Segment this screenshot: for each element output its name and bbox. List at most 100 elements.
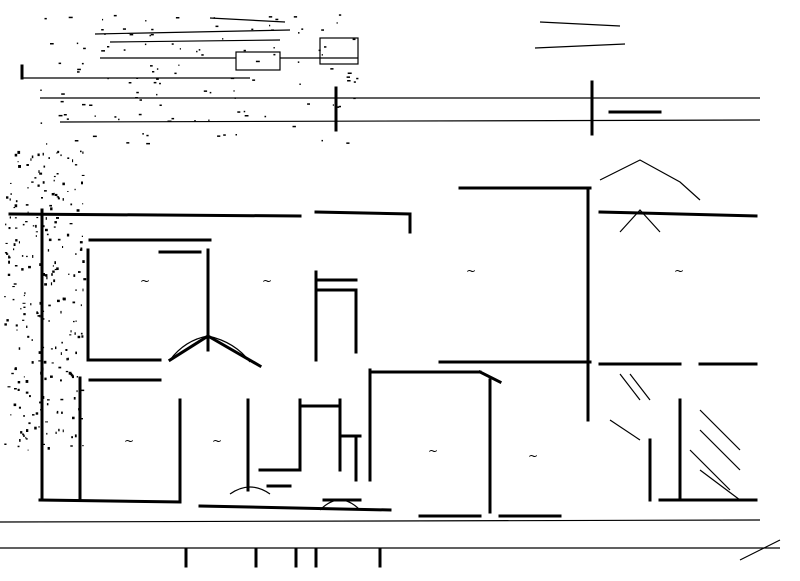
scan-noise <box>4 14 359 451</box>
noise-speck <box>47 447 50 450</box>
noise-speck <box>82 445 84 447</box>
noise-speck <box>17 161 19 163</box>
noise-speck <box>56 217 59 219</box>
noise-speck <box>213 17 216 19</box>
noise-speck <box>26 325 28 328</box>
door-swings <box>169 159 701 511</box>
noise-speck <box>76 376 78 378</box>
noise-speck <box>332 104 334 106</box>
noise-speck <box>46 403 49 406</box>
noise-speck <box>51 193 55 196</box>
noise-speck <box>38 426 40 428</box>
noise-speck <box>9 216 11 219</box>
noise-speck <box>301 28 304 30</box>
noise-speck <box>74 188 76 191</box>
noise-speck <box>77 68 81 71</box>
noise-speck <box>44 190 47 192</box>
noise-speck <box>23 376 25 378</box>
noise-speck <box>72 301 76 304</box>
noise-speck <box>22 302 26 304</box>
noise-speck <box>48 157 50 159</box>
noise-speck <box>145 20 147 22</box>
noise-speck <box>46 143 48 145</box>
noise-speck <box>61 341 63 344</box>
noise-speck <box>52 265 54 267</box>
noise-speck <box>51 273 53 276</box>
noise-speck <box>8 255 10 259</box>
noise-speck <box>71 436 73 439</box>
noise-speck <box>321 54 323 56</box>
noise-speck <box>62 198 64 201</box>
noise-speck <box>50 43 54 45</box>
noise-speck <box>30 303 32 306</box>
noise-speck <box>40 89 42 91</box>
noise-speck <box>82 151 84 154</box>
noise-speck <box>38 360 41 362</box>
noise-speck <box>299 83 301 85</box>
noise-speck <box>25 438 28 440</box>
noise-speck <box>55 431 57 434</box>
noise-speck <box>353 97 356 100</box>
noise-speck <box>5 242 8 244</box>
noise-speck <box>55 346 57 350</box>
noise-speck <box>40 219 43 221</box>
noise-speck <box>18 165 21 168</box>
noise-speck <box>77 335 81 339</box>
noise-speck <box>338 105 341 108</box>
noise-speck <box>75 289 77 291</box>
noise-speck <box>230 77 235 80</box>
room-label-mark: ~ <box>674 264 684 278</box>
noise-speck <box>35 231 38 233</box>
noise-speck <box>35 412 39 415</box>
noise-speck <box>104 33 106 35</box>
noise-speck <box>32 414 35 416</box>
noise-speck <box>70 445 73 447</box>
noise-speck <box>81 62 84 65</box>
noise-speck <box>297 61 300 63</box>
noise-speck <box>353 81 356 83</box>
noise-speck <box>346 142 350 144</box>
noise-speck <box>50 348 53 350</box>
noise-speck <box>68 273 70 275</box>
stair-hatch <box>619 373 741 501</box>
noise-speck <box>74 140 79 142</box>
noise-speck <box>135 97 138 99</box>
noise-speck <box>82 288 84 292</box>
noise-speck <box>264 115 267 118</box>
noise-speck <box>62 429 64 433</box>
noise-speck <box>67 157 70 159</box>
noise-speck <box>152 71 155 73</box>
noise-speck <box>151 28 154 31</box>
noise-speck <box>58 366 62 369</box>
noise-speck <box>89 104 93 106</box>
noise-speck <box>81 174 85 176</box>
noise-speck <box>79 241 83 244</box>
noise-speck <box>27 211 29 214</box>
noise-speck <box>101 29 104 31</box>
noise-speck <box>65 349 68 351</box>
noise-speck <box>29 395 31 398</box>
noise-speck <box>71 375 74 379</box>
noise-speck <box>50 375 53 378</box>
noise-speck <box>43 360 47 364</box>
noise-speck <box>156 93 158 96</box>
noise-speck <box>26 164 29 166</box>
noise-speck <box>80 247 83 250</box>
noise-speck <box>13 207 16 209</box>
noise-speck <box>11 213 15 215</box>
noise-speck <box>324 46 327 48</box>
noise-speck <box>67 357 69 361</box>
noise-speck <box>31 181 34 183</box>
noise-speck <box>74 332 76 335</box>
noise-speck <box>321 29 324 31</box>
noise-speck <box>41 225 44 227</box>
noise-speck <box>107 46 110 48</box>
noise-speck <box>223 134 226 136</box>
exterior-walls <box>8 186 758 518</box>
noise-speck <box>42 274 44 277</box>
noise-speck <box>269 24 271 27</box>
noise-speck <box>53 175 56 178</box>
noise-speck <box>15 227 18 229</box>
noise-speck <box>54 193 58 196</box>
noise-speck <box>82 103 86 106</box>
